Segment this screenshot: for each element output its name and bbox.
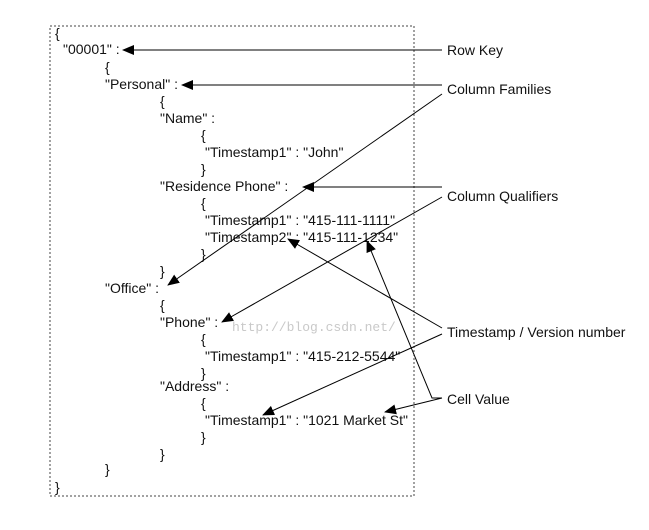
label-row-key: Row Key xyxy=(447,42,503,58)
doc-line-residence-phone: "Residence Phone" : xyxy=(160,178,288,194)
doc-line-brace: { xyxy=(160,297,165,313)
doc-line-address-value: "Timestamp1" : "1021 Market St" xyxy=(205,412,408,428)
doc-line-brace: } xyxy=(201,161,206,177)
json-document: { "00001" : { "Personal" : { "Name" : { … xyxy=(55,25,408,495)
doc-line-brace: { xyxy=(201,395,206,411)
json-bounding-box xyxy=(49,25,415,497)
doc-line-residence-value-2: "Timestamp2" : "415-111-1234" xyxy=(205,229,398,245)
doc-line-brace: { xyxy=(201,331,206,347)
doc-line-close-brace: } xyxy=(55,479,60,495)
doc-line-brace: { xyxy=(201,195,206,211)
doc-line-brace: } xyxy=(201,246,206,262)
doc-line-office: "Office" : xyxy=(105,280,159,296)
arrow-timestamp-address xyxy=(262,333,443,416)
doc-line-row-key: "00001" : xyxy=(63,41,120,57)
doc-line-brace: } xyxy=(201,365,206,381)
arrow-cell-value-residence xyxy=(366,240,442,399)
label-timestamp-version: Timestamp / Version number xyxy=(447,324,626,340)
doc-line-phone: "Phone" : xyxy=(160,314,218,330)
arrow-column-qualifier-address xyxy=(221,196,443,323)
doc-line-residence-value-1: "Timestamp1" : "415-111-1111" xyxy=(205,212,395,228)
annotation-arrows xyxy=(122,45,443,416)
doc-line-brace: } xyxy=(105,461,110,477)
doc-line-brace: { xyxy=(105,59,110,75)
doc-line-name-value: "Timestamp1" : "John" xyxy=(205,144,343,160)
doc-line-brace: { xyxy=(160,93,165,109)
label-cell-value: Cell Value xyxy=(447,391,510,407)
annotation-labels: Row Key Column Families Column Qualifier… xyxy=(447,42,626,407)
watermark: http://blog.csdn.net/ xyxy=(232,320,396,335)
doc-line-open-brace: { xyxy=(55,25,60,41)
doc-line-phone-value: "Timestamp1" : "415-212-5544" xyxy=(205,348,400,364)
arrow-timestamp-2 xyxy=(287,238,443,329)
doc-line-address: "Address" : xyxy=(160,378,229,394)
doc-line-personal: "Personal" : xyxy=(105,76,178,92)
doc-line-brace: } xyxy=(201,429,206,445)
label-column-qualifiers: Column Qualifiers xyxy=(447,188,558,204)
doc-line-brace: } xyxy=(160,446,165,462)
doc-line-brace: { xyxy=(201,127,206,143)
doc-line-brace: } xyxy=(160,263,165,279)
label-column-families: Column Families xyxy=(447,81,551,97)
doc-line-name: "Name" : xyxy=(160,110,215,126)
arrow-cell-value-address xyxy=(384,397,443,415)
